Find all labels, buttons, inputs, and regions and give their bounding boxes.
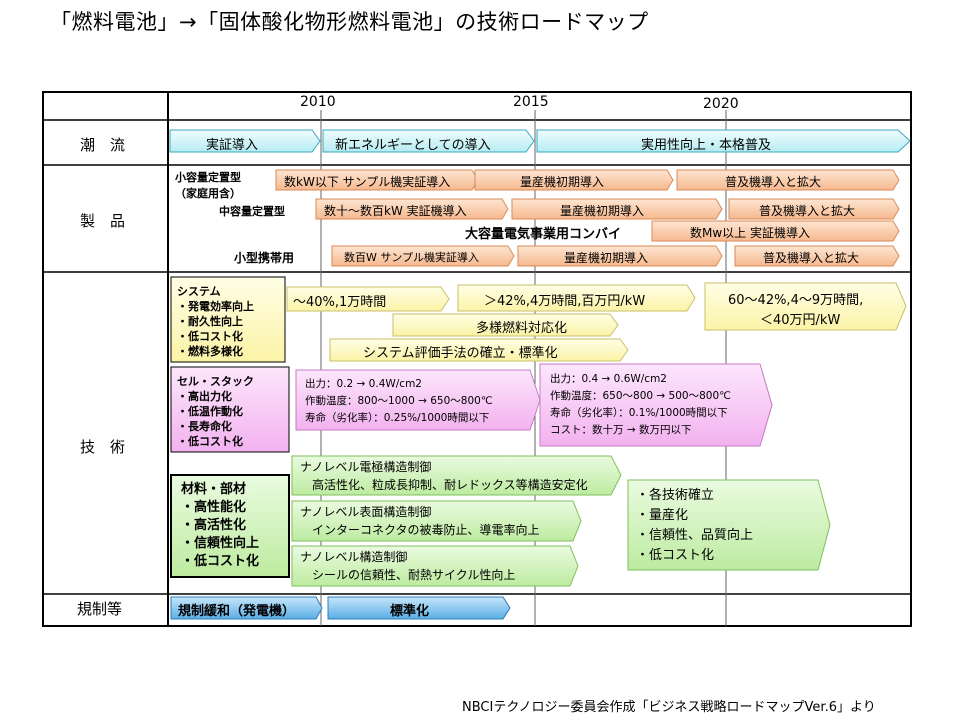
material-goal-line: ・低コスト化 — [636, 548, 715, 563]
source-note: NBCIテクノロジー委員会作成「ビジネス戦略ロードマップVer.6」より — [462, 700, 876, 715]
trend-label: 新エネルギーとしての導入 — [335, 138, 491, 153]
trend-label: 実証導入 — [206, 138, 259, 153]
system-bar-label: ～40%,1万時間 — [293, 295, 387, 310]
product-medium-label: 中容量定置型 — [219, 205, 285, 218]
cell-bar1: 出力：0.2 → 0.4W/cm2 作動温度：800～1000 → 650～80… — [305, 376, 493, 427]
material-bar1-line: ナノレベル電極構造制御 — [300, 460, 432, 474]
product-bar-label: 数Mw以上 実証機導入 — [690, 226, 810, 240]
material-goal: ・各技術確立 ・量産化 ・信頼性、品質向上 ・低コスト化 — [636, 486, 753, 566]
material-bar2-line: インターコネクタの被毒防止、導電率向上 — [312, 523, 540, 537]
system-bar-label: 多様燃料対応化 — [476, 321, 568, 336]
cell-box: セル・スタック ・高出力化 ・低温作動化 ・長寿命化 ・低コスト化 — [177, 374, 254, 449]
system-bar-label: ＜40万円/kW — [760, 313, 841, 328]
system-bar-label: システム評価手法の確立・標準化 — [363, 346, 558, 361]
product-bar-label: 量産機初期導入 — [520, 175, 605, 189]
material-goal-line: ・量産化 — [636, 508, 689, 523]
material-box-line: ・信頼性向上 — [181, 536, 260, 551]
material-box-line: ・低コスト化 — [181, 554, 260, 569]
system-box-line: ・燃料多様化 — [177, 345, 243, 358]
regulation-label: 規制緩和（発電機） — [178, 604, 296, 619]
cell-bar1-line: 寿命（劣化率）：0.25%/1000時間以下 — [305, 412, 490, 424]
row-header-tech: 技 術 — [80, 438, 126, 456]
row-header-product: 製 品 — [80, 212, 126, 230]
system-box-line: ・発電効率向上 — [177, 300, 254, 313]
product-bar-label: 数kW以下 サンプル機実証導入 — [284, 175, 451, 189]
material-bar2: ナノレベル表面構造制御 インターコネクタの被毒防止、導電率向上 — [300, 503, 540, 539]
system-bar-label: ＞42%,4万時間,百万円/kW — [484, 294, 646, 309]
system-bar-label: 60～42%,4～9万時間, — [728, 293, 864, 308]
material-bar1-line: 高活性化、粒成長抑制、耐レドックス等構造安定化 — [312, 478, 588, 492]
regulation-label: 標準化 — [390, 604, 430, 619]
material-bar2-line: ナノレベル表面構造制御 — [300, 505, 432, 519]
row-header-trend: 潮 流 — [80, 136, 126, 154]
cell-bar1-line: 出力：0.2 → 0.4W/cm2 — [305, 378, 422, 390]
cell-box-line: ・長寿命化 — [177, 420, 232, 433]
product-bar-label: 量産機初期導入 — [564, 251, 649, 265]
material-bar1: ナノレベル電極構造制御 高活性化、粒成長抑制、耐レドックス等構造安定化 — [300, 458, 588, 494]
material-goal-line: ・各技術確立 — [636, 488, 715, 503]
product-bar-label: 数百W サンプル機実証導入 — [344, 251, 480, 264]
product-small-sub: （家庭用含） — [175, 187, 241, 200]
cell-bar2-line: 寿命（劣化率）：0.1%/1000時間以下 — [550, 407, 728, 419]
material-bar3-line: ナノレベル構造制御 — [300, 550, 408, 564]
product-large-label: 大容量電気事業用コンバイ — [465, 227, 622, 242]
cell-box-line: セル・スタック — [177, 375, 254, 388]
system-box-line: ・耐久性向上 — [177, 315, 243, 328]
year-label: 2020 — [703, 96, 739, 112]
year-label: 2010 — [300, 94, 336, 110]
cell-bar2: 出力：0.4 → 0.6W/cm2 作動温度：650～800 → 500～800… — [550, 371, 731, 439]
material-box-line: ・高性能化 — [181, 500, 247, 515]
material-box: 材料・部材 ・高性能化 ・高活性化 ・信頼性向上 ・低コスト化 — [181, 481, 259, 571]
year-label: 2015 — [513, 94, 549, 110]
system-box: システム ・発電効率向上 ・耐久性向上 ・低コスト化 ・燃料多様化 — [177, 284, 254, 359]
product-portable-label: 小型携帯用 — [234, 251, 295, 265]
product-bar-label: 数十～数百kW 実証機導入 — [324, 204, 467, 218]
cell-box-line: ・低コスト化 — [177, 435, 243, 448]
material-bar3: ナノレベル構造制御 シールの信頼性、耐熱サイクル性向上 — [300, 548, 515, 584]
system-box-line: システム — [177, 285, 221, 298]
material-box-line: 材料・部材 — [181, 482, 247, 497]
system-box-line: ・低コスト化 — [177, 330, 243, 343]
page-title: 「燃料電池」→「固体酸化物形燃料電池」の技術ロードマップ — [50, 10, 649, 34]
cell-bar2-line: コスト：数十万 → 数万円以下 — [550, 424, 692, 436]
row-header-regulation: 規制等 — [77, 600, 123, 618]
material-goal-line: ・信頼性、品質向上 — [636, 528, 754, 543]
product-bar-label: 普及機導入と拡大 — [759, 204, 856, 218]
product-bar-label: 普及機導入と拡大 — [725, 175, 822, 189]
trend-label: 実用性向上・本格普及 — [641, 138, 772, 153]
cell-box-line: ・低温作動化 — [177, 405, 243, 418]
cell-bar2-line: 出力：0.4 → 0.6W/cm2 — [550, 373, 667, 385]
cell-bar2-line: 作動温度：650～800 → 500～800℃ — [550, 390, 731, 402]
product-bar-label: 量産機初期導入 — [560, 204, 645, 218]
cell-bar1-line: 作動温度：800～1000 → 650～800℃ — [305, 395, 493, 407]
material-bar3-line: シールの信頼性、耐熱サイクル性向上 — [312, 568, 516, 582]
cell-box-line: ・高出力化 — [177, 390, 232, 403]
product-bar-label: 普及機導入と拡大 — [763, 251, 860, 265]
product-small-label: 小容量定置型 — [175, 171, 241, 184]
material-box-line: ・高活性化 — [181, 518, 247, 533]
